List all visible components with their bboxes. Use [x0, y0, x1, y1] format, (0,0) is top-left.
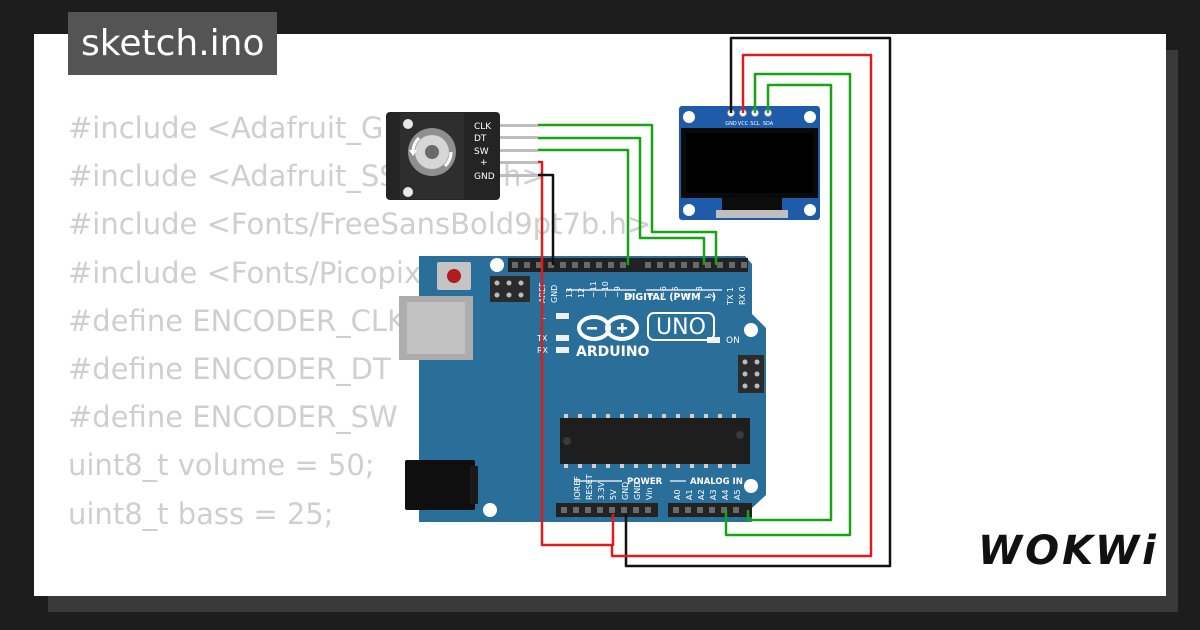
code-line: uint8_t volume = 50;: [68, 448, 375, 483]
wire-encoder-clk: [538, 123, 718, 265]
pin-label: 5V: [609, 489, 618, 500]
icsp-header-right: [738, 355, 764, 393]
encoder-header-pins: [500, 124, 538, 177]
pin-label: GND: [633, 482, 642, 500]
wire-oled-vcc: [610, 53, 873, 558]
chip-pins: [564, 414, 736, 468]
arduino-brand: ARDUINO: [576, 344, 650, 360]
oled-pin-label: VCC: [738, 121, 749, 127]
led-on: [707, 337, 720, 343]
rotate-arrow-icon: [443, 151, 453, 168]
oled-screen: [686, 133, 813, 193]
encoder-pin-label: DT: [474, 134, 487, 144]
led-rx: [556, 347, 569, 353]
encoder-pin-label: +: [480, 158, 488, 168]
power-header: [556, 503, 658, 517]
led-l: [556, 313, 569, 319]
power-jack: [405, 460, 475, 510]
encoder-mount-hole: [403, 119, 413, 129]
code-line: uint8_t bass = 25;: [68, 496, 334, 531]
analog-label: ANALOG IN: [690, 477, 743, 487]
wire-encoder-gnd: [538, 173, 555, 265]
pin-label: A4: [721, 489, 730, 500]
pin-label: ~9: [613, 286, 622, 298]
oled-mount-hole: [683, 204, 695, 216]
pin-label: 2: [707, 293, 716, 298]
pin-label: ~5: [671, 286, 680, 298]
pin-label: IOREF: [573, 476, 582, 500]
oled-mount-hole: [804, 111, 816, 123]
wire-encoder-dt: [538, 136, 706, 265]
encoder-mount-hole: [403, 187, 413, 197]
pin-label: 3.3V: [597, 481, 606, 500]
pin-label: ~6: [659, 286, 668, 298]
file-tab[interactable]: sketch.ino: [68, 12, 278, 75]
power-label: POWER: [627, 477, 663, 487]
pin-label: A5: [733, 489, 742, 500]
chip-notch: [563, 437, 571, 445]
wire-encoder-sw: [538, 148, 630, 265]
pin-label: Vin: [645, 487, 654, 500]
arduino-mount-hole: [744, 323, 758, 337]
reset-button-cap: [447, 269, 461, 283]
arduino-infinity-icon: [577, 315, 639, 341]
code-line: #include <Fonts/FreeSansBold9pt7b.h>: [68, 207, 652, 242]
code-line: #define ENCODER_SW 4: [68, 400, 444, 435]
arduino-mount-hole: [483, 503, 497, 517]
oled-pin-label: SCL: [750, 121, 760, 127]
wire-encoder-vcc: [538, 160, 615, 547]
encoder-pin-label: SW: [474, 147, 489, 157]
encoder-shaft: [425, 145, 439, 159]
pin-label: GND: [621, 482, 630, 500]
chip-dot: [736, 431, 744, 439]
pin-label: 12: [577, 288, 586, 298]
oled-mount-hole: [804, 204, 816, 216]
bottom-pin-labels: IOREF RESET 3.3V 5V GND GND Vin A0 A1 A2…: [573, 474, 742, 500]
pin-label: A0: [673, 489, 682, 500]
digital-header-pins: [512, 262, 747, 268]
oled-pin-label: SDA: [763, 121, 774, 127]
led-label: ON: [726, 336, 740, 346]
wire-oled-scl: [724, 72, 852, 537]
pin-label: ~3: [695, 286, 704, 298]
pin-label: 8: [625, 293, 634, 298]
rotate-arrow-icon-head: [409, 150, 417, 156]
wires: [538, 36, 892, 568]
arduino-mount-hole: [744, 479, 758, 493]
pin-label: GND: [550, 285, 559, 303]
pin-label: A3: [709, 489, 718, 500]
encoder-pin-label: CLK: [474, 122, 492, 132]
oled-display[interactable]: GND VCC SCL SDA: [679, 106, 820, 220]
power-jack-lip: [470, 466, 478, 504]
pin-label: RX 0: [738, 286, 747, 305]
led-label: L: [541, 312, 546, 321]
pin-label: TX 1: [726, 287, 735, 306]
arduino-mount-hole: [490, 258, 504, 272]
pin-label: 7: [647, 293, 656, 298]
uno-label: UNO: [656, 315, 706, 340]
bottom-header-pins: [561, 507, 739, 513]
encoder-pin-label: GND: [474, 172, 495, 182]
usb-b-inner: [407, 302, 465, 354]
pin-label: 13: [565, 288, 574, 298]
pin-label: 4: [683, 293, 692, 298]
led-tx: [556, 335, 569, 341]
pin-label: A2: [697, 489, 706, 500]
atmega-chip: [560, 418, 750, 464]
oled-ribbon-edge: [716, 210, 788, 218]
rotary-encoder[interactable]: CLK DT SW + GND: [386, 112, 538, 200]
icsp-header-top: [490, 276, 530, 302]
code-line: #define ENCODER_CLK 2: [68, 303, 443, 338]
pin-label: A1: [685, 489, 694, 500]
wokwi-logo: WOKWi: [978, 528, 1159, 574]
pin-label: RESET: [585, 474, 594, 500]
oled-mount-hole: [683, 111, 695, 123]
wire-oled-sda: [746, 83, 833, 522]
digital-label: DIGITAL (PWM ~): [624, 292, 716, 303]
uno-badge: [647, 312, 715, 341]
arduino-uno-board[interactable]: AREF GND 13 12 ~11 ~10 ~9 8 7 ~6 ~5 4 ~3…: [399, 256, 766, 522]
wire-oled-gnd: [624, 36, 892, 568]
oled-pin-label: GND: [725, 121, 737, 127]
